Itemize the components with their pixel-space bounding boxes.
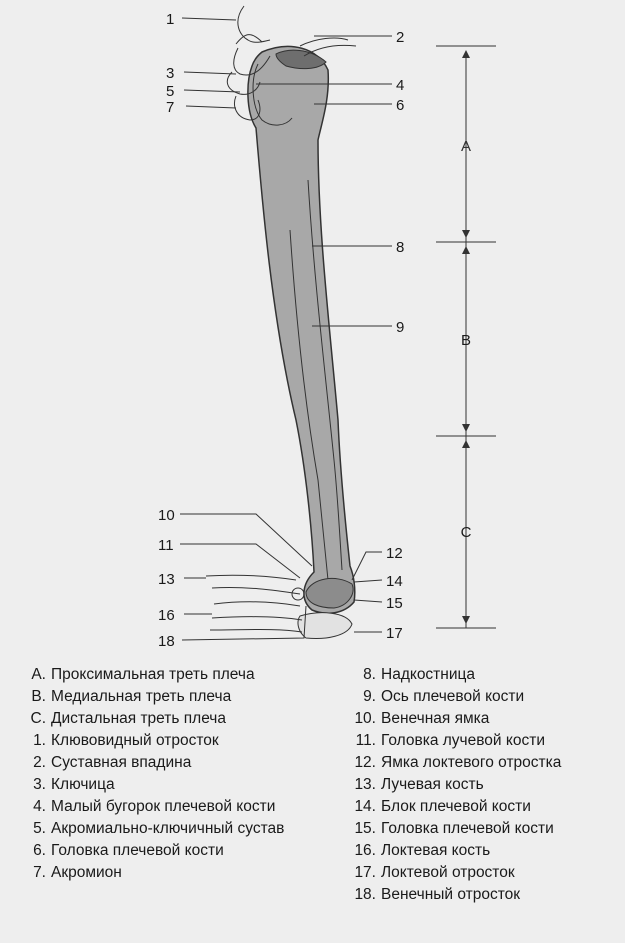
callout-8: 8 (396, 239, 404, 256)
legend-key: 17. (354, 864, 376, 881)
legend-item: 13. Лучевая кость (350, 774, 620, 796)
legend-key: 14. (354, 798, 376, 815)
humerus-bone (247, 45, 356, 615)
legend-text: Суставная впадина (51, 754, 192, 771)
legend-right: 8. Надкостница 9. Ось плечевой кости 10. Вене… (350, 664, 620, 906)
legend-key: 10. (354, 710, 376, 727)
legend-key: 16. (354, 842, 376, 859)
legend-item: 3. Ключица (24, 774, 344, 796)
legend-text: Блок плечевой кости (381, 798, 531, 815)
callout-5: 5 (166, 83, 174, 100)
legend-item: 10. Венечная ямка (350, 708, 620, 730)
legend-text: Надкостница (381, 666, 475, 683)
legend-text: Лучевая кость (381, 776, 484, 793)
legend-key: A. (31, 666, 46, 683)
olecranon (297, 612, 353, 639)
legend-key: 12. (354, 754, 376, 771)
legend-text: Ключица (51, 776, 115, 793)
legend-item: 1. Клювовидный отросток (24, 730, 344, 752)
legend-item: 16. Локтевая кость (350, 840, 620, 862)
legend-item: 5. Акромиально-ключичный сустав (24, 818, 344, 840)
callout-4: 4 (396, 77, 404, 94)
callout-12: 12 (386, 545, 403, 562)
legend-item: 17. Локтевой отросток (350, 862, 620, 884)
legend-text: Акромион (51, 864, 122, 881)
legend-item: 2. Суставная впадина (24, 752, 344, 774)
callout-14: 14 (386, 573, 403, 590)
legend-key: 8. (363, 666, 376, 683)
legend-item: 15. Головка плечевой кости (350, 818, 620, 840)
legend-item: 8. Надкостница (350, 664, 620, 686)
legend-item: 14. Блок плечевой кости (350, 796, 620, 818)
trochlea (305, 577, 354, 609)
callout-2: 2 (396, 29, 404, 46)
legend-text: Акромиально-ключичный сустав (51, 820, 285, 837)
legend-key: 15. (354, 820, 376, 837)
legend-text: Локтевой отросток (381, 864, 515, 881)
legend-key: B. (31, 688, 46, 705)
legend-text: Венечный отросток (381, 886, 521, 903)
legend-text: Головка плечевой кости (51, 842, 224, 859)
legend-text: Клювовидный отросток (51, 732, 219, 749)
legend-key: 9. (363, 688, 376, 705)
legend-key: 18. (354, 886, 376, 903)
legend-item: B. Медиальная треть плеча (24, 686, 344, 708)
legend-item: C.Дистальная треть плеча (24, 708, 344, 730)
callout-17: 17 (386, 625, 403, 642)
legend-key: 7. (33, 864, 46, 881)
segment-a-label: A (461, 138, 471, 155)
segment-c-label: C (461, 524, 472, 541)
legend-key: 1. (33, 732, 46, 749)
callout-6: 6 (396, 97, 404, 114)
callout-18: 18 (158, 633, 175, 650)
legend-key: 2. (33, 754, 46, 771)
legend-item: 9. Ось плечевой кости (350, 686, 620, 708)
legend-key: 11. (355, 732, 376, 749)
callout-3: 3 (166, 65, 174, 82)
legend-text: Малый бугорок плечевой кости (51, 798, 276, 815)
legend-key: 6. (33, 842, 46, 859)
callout-13: 13 (158, 571, 175, 588)
callout-7: 7 (166, 99, 174, 116)
legend-text: Дистальная треть плеча (51, 710, 226, 727)
legend-item: 7. Акромион (24, 862, 344, 884)
legend-key: 5. (33, 820, 46, 837)
legend-text: Локтевая кость (381, 842, 491, 859)
legend-item: 18. Венечный отросток (350, 884, 620, 906)
legend-item: 12. Ямка локтевого отростка (350, 752, 620, 774)
callout-9: 9 (396, 319, 404, 336)
legend-key: 3. (33, 776, 46, 793)
callout-15: 15 (386, 595, 403, 612)
callout-16: 16 (158, 607, 175, 624)
legend-text: Проксимальная треть плеча (51, 666, 255, 683)
legend-item: 4. Малый бугорок плечевой кости (24, 796, 344, 818)
callout-10: 10 (158, 507, 175, 524)
legend-text: Медиальная треть плеча (51, 688, 232, 705)
legend-item: A. Проксимальная треть плеча (24, 664, 344, 686)
humerus-diagram: A B C 1 2 3 4 5 7 6 8 9 10 11 12 13 14 1… (158, 5, 496, 650)
legend-text: Головка лучевой кости (381, 732, 545, 749)
legend-item: 6. Головка плечевой кости (24, 840, 344, 862)
legend-key: 4. (33, 798, 46, 815)
legend-text: Ямка локтевого отростка (381, 754, 562, 771)
legend-item: 11. Головка лучевой кости (350, 730, 620, 752)
legend-text: Венечная ямка (381, 710, 490, 727)
legend-key: C. (30, 710, 47, 727)
segment-b-label: B (461, 332, 471, 349)
legend-text: Ось плечевой кости (381, 688, 525, 705)
callout-11: 11 (158, 537, 174, 554)
legend-text: Головка плечевой кости (381, 820, 554, 837)
legend-key: 13. (354, 776, 376, 793)
callout-1: 1 (166, 11, 174, 28)
glenoid-cavity (275, 49, 327, 70)
